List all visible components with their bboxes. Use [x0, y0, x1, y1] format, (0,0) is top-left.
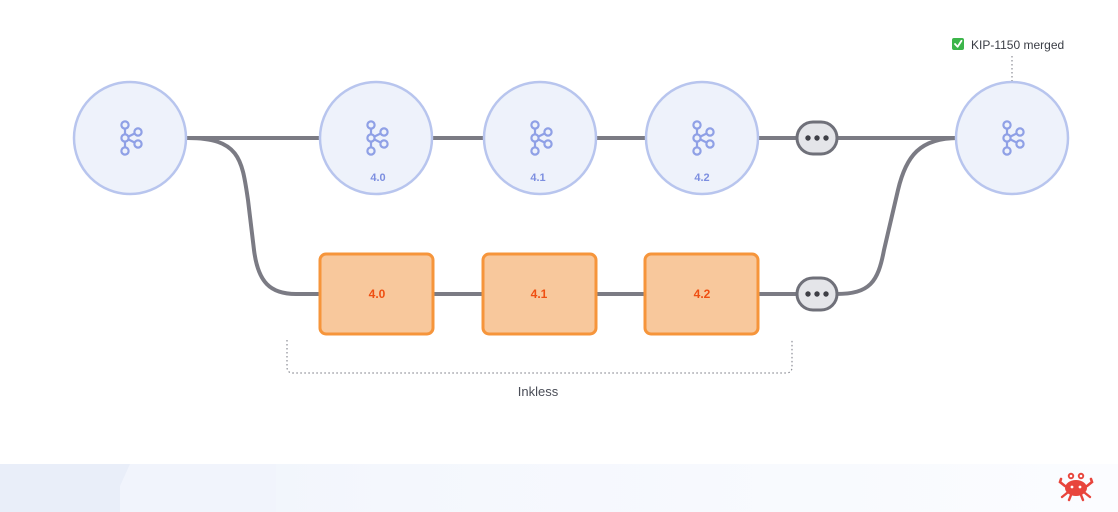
top-node-4-0[interactable]: 4.0: [318, 80, 434, 196]
top-node-label: 4.1: [530, 172, 545, 184]
top-node-label: 4.2: [694, 172, 709, 184]
top-node-4-2[interactable]: 4.2: [644, 80, 760, 196]
inkless-box-4-1[interactable]: 4.1: [481, 252, 598, 336]
inkless-box-4-0[interactable]: 4.0: [318, 252, 435, 336]
box-label: 4.1: [531, 287, 548, 301]
top-node-4-1[interactable]: 4.1: [482, 80, 598, 196]
branch-down-curve: [186, 136, 322, 296]
top-node-merged[interactable]: [954, 80, 1070, 196]
inkless-box-4-2[interactable]: 4.2: [643, 252, 760, 336]
green-checkmark-icon: [952, 38, 964, 50]
box-label: 4.0: [369, 287, 386, 301]
annotation-text: KIP-1150 merged: [971, 38, 1064, 52]
merge-up-curve: [834, 136, 960, 296]
footer-panel-left: [0, 464, 120, 512]
box-label: 4.2: [694, 287, 711, 301]
connector-lines: [186, 136, 960, 296]
top-node-base[interactable]: [72, 80, 188, 196]
inkless-caption: Inkless: [518, 384, 559, 399]
ellipsis-icon: [795, 120, 839, 156]
footer-panel-mid: [120, 464, 276, 512]
inkless-bracket: [286, 340, 793, 374]
top-node-label: 4.0: [370, 172, 385, 184]
crab-logo-icon: [1058, 472, 1094, 502]
ellipsis-icon: [795, 276, 839, 312]
